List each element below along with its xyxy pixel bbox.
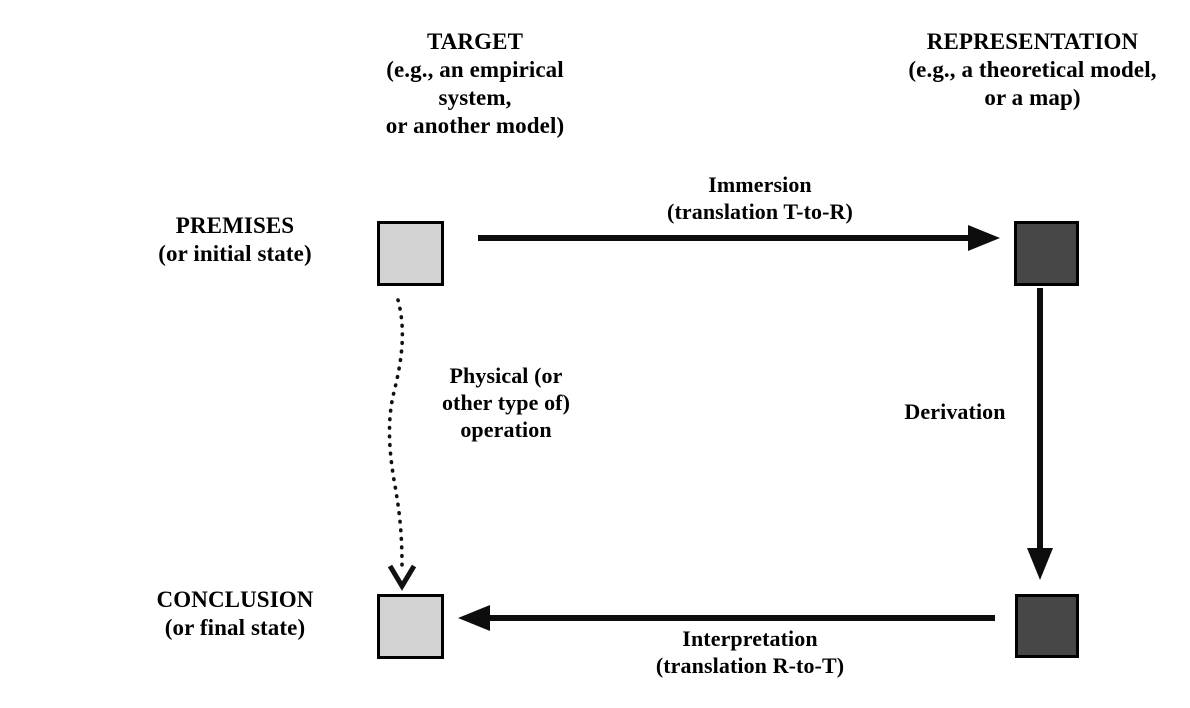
edge-label-immersion: Immersion (translation T-to-R) xyxy=(667,172,853,224)
arrow-physical-operation-shaft xyxy=(387,298,405,568)
node-premises-representation-state xyxy=(1014,221,1079,286)
edge-label-derivation: Derivation xyxy=(904,399,1006,424)
row-label-conclusion: CONCLUSION (or final state) xyxy=(156,587,314,641)
column-heading-target: TARGET (e.g., an empirical system, or an… xyxy=(385,29,565,139)
node-conclusion-target-state xyxy=(377,594,444,659)
node-conclusion-representation-state xyxy=(1015,594,1079,658)
row-label-premises: PREMISES (or initial state) xyxy=(158,213,312,267)
node-premises-target-state xyxy=(377,221,444,286)
arrow-derivation xyxy=(1027,288,1053,580)
column-heading-representation: REPRESENTATION (e.g., a theoretical mode… xyxy=(908,29,1157,111)
arrow-physical-operation xyxy=(387,298,417,591)
edge-label-physical-operation: Physical (or other type of) operation xyxy=(441,363,571,442)
arrow-physical-operation-head xyxy=(387,564,417,591)
arrow-derivation-head xyxy=(1027,548,1053,580)
arrow-interpretation-head xyxy=(458,605,490,631)
arrow-immersion-head xyxy=(968,225,1000,251)
arrow-interpretation xyxy=(458,605,995,631)
edge-label-interpretation: Interpretation (translation R-to-T) xyxy=(655,626,845,678)
arrow-immersion xyxy=(478,225,1000,251)
